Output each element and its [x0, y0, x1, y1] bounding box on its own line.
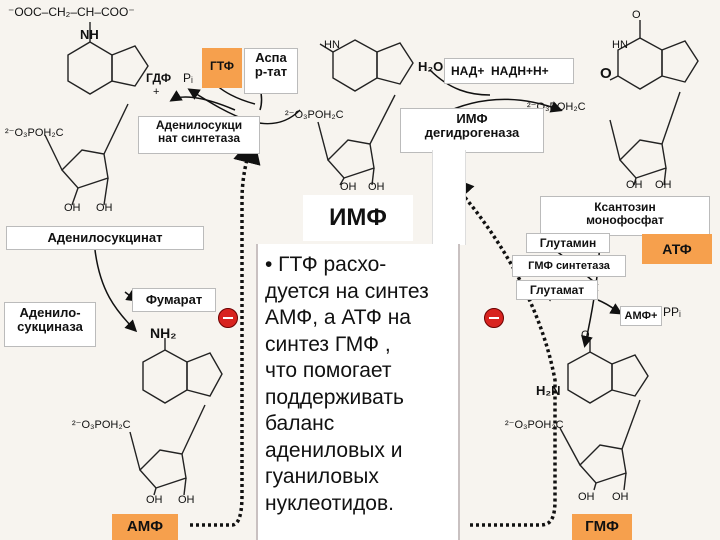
- ppi-label: PPᵢ: [663, 305, 681, 319]
- xmp-box: Ксантозин монофосфат: [540, 196, 710, 236]
- o-top-xmp: O: [632, 9, 641, 21]
- phosphate-label-4: ²⁻O₃POH₂C: [72, 419, 131, 431]
- feedback-lines: [190, 135, 557, 527]
- gdp-plus: +: [153, 86, 160, 98]
- oh-label-2a: OH: [340, 181, 357, 193]
- note-line-4: синтез ГМФ ,: [265, 332, 391, 356]
- xmp-line-1: Ксантозин: [594, 200, 656, 214]
- nad-box: НАД+ НАДН+Н+: [444, 58, 574, 84]
- inhibition-minus-right: [484, 308, 504, 328]
- phosphate-label-5: ²⁻O₃POH₂C: [505, 419, 564, 431]
- gmp-structure: [559, 340, 649, 491]
- phosphate-label-3: ²⁻O₃POH₂C: [527, 101, 586, 113]
- oh-label-1b: OH: [96, 202, 113, 214]
- xmp-structure: [609, 20, 699, 186]
- adenylosuccinate-structure: [44, 22, 149, 206]
- note-line-1: • ГТФ расхо-: [265, 253, 387, 276]
- adenylosuccinate-label: Аденилосукцинат: [6, 226, 204, 250]
- adsl-line-1: Аденило-: [19, 305, 81, 320]
- water-label: H₂O: [418, 59, 444, 74]
- glutamate-label: Глутамат: [516, 280, 598, 300]
- note-line-10: нуклеотидов.: [265, 491, 394, 515]
- oh-label-5a: OH: [578, 491, 595, 503]
- aspartate-line-1: Аспа: [255, 50, 287, 65]
- hn-label-xmp: HN: [612, 39, 628, 51]
- oh-label-2b: OH: [368, 181, 385, 193]
- imp-structure: [317, 39, 414, 186]
- amp-structure: [129, 338, 223, 496]
- ads-line-2: нат синтетаза: [157, 131, 240, 146]
- impdh-line-2: дегидрогеназа: [424, 125, 520, 141]
- oh-label-1a: OH: [64, 202, 81, 214]
- adenylosuccinate-synthetase-box: Аденилосукци нат синтетаза: [138, 116, 260, 154]
- hn-label-imp: HN: [324, 39, 340, 51]
- oxo-label: O: [600, 65, 612, 82]
- adsl-line-2: сукциназа: [17, 319, 83, 335]
- ads-line-1: Аденилосукци: [155, 118, 243, 132]
- nad-label: НАД+: [451, 64, 485, 78]
- inhibition-minus-left: [218, 308, 238, 328]
- aspartate-line-2: р-тат: [254, 64, 288, 80]
- xmp-line-2: монофосфат: [586, 213, 664, 228]
- gdp-label: ГДФ: [146, 71, 172, 85]
- nadh-label: НАДН+Н+: [491, 64, 549, 78]
- note-text: • ГТФ расхо- дуется на синтез АМФ, а АТФ…: [265, 252, 460, 517]
- note-line-8: адениловых и: [265, 438, 403, 462]
- gtp-badge: ГТФ: [202, 48, 242, 88]
- pi-label-1: Pᵢ: [183, 71, 193, 85]
- center-strip: [432, 150, 466, 245]
- phosphate-label-2: ²⁻O₃POH₂C: [285, 109, 344, 121]
- impdh-line-1: ИМФ: [456, 111, 488, 126]
- note-line-5: что помогает: [265, 359, 392, 382]
- fumarate-label: Фумарат: [132, 288, 216, 312]
- note-line-3: АМФ, а АТФ на: [265, 306, 411, 329]
- aspartate-box: Аспа р-тат: [244, 48, 298, 94]
- note-line-7: баланс: [265, 412, 335, 435]
- note-line-2: дуется на синтез: [265, 279, 429, 303]
- atp-badge: АТФ: [642, 234, 712, 264]
- nh2-amp-label: NH₂: [150, 325, 177, 341]
- note-panel: [256, 244, 460, 540]
- note-line-9: гуаниловых: [265, 465, 379, 488]
- gmp-product-badge: ГМФ: [572, 514, 632, 540]
- h2n-gmp-label: H₂N: [536, 383, 561, 398]
- oh-label-3b: OH: [655, 179, 672, 191]
- amp-product-badge: АМФ: [112, 514, 178, 540]
- o-top-gmp: O: [581, 329, 590, 341]
- oh-label-5b: OH: [612, 491, 629, 503]
- nh-label: NH: [80, 27, 99, 42]
- oh-label-4a: OH: [146, 494, 163, 506]
- gmp-synthetase-label: ГМФ синтетаза: [512, 255, 626, 277]
- phosphate-label-1: ²⁻O₃POH₂C: [5, 127, 64, 139]
- oh-label-3a: OH: [626, 179, 643, 191]
- imp-label: ИМФ: [303, 195, 413, 241]
- note-line-6: поддерживать: [265, 385, 404, 409]
- glutamine-label: Глутамин: [526, 233, 610, 253]
- imp-dehydrogenase-box: ИМФ дегидрогеназа: [400, 108, 544, 153]
- adenylosuccinase-box: Аденило- сукциназа: [4, 302, 96, 347]
- oh-label-4b: OH: [178, 494, 195, 506]
- succinyl-formula: ⁻OOC–CH₂–CH–COO⁻: [8, 5, 135, 19]
- amp-plus-label: АМФ+: [620, 306, 662, 326]
